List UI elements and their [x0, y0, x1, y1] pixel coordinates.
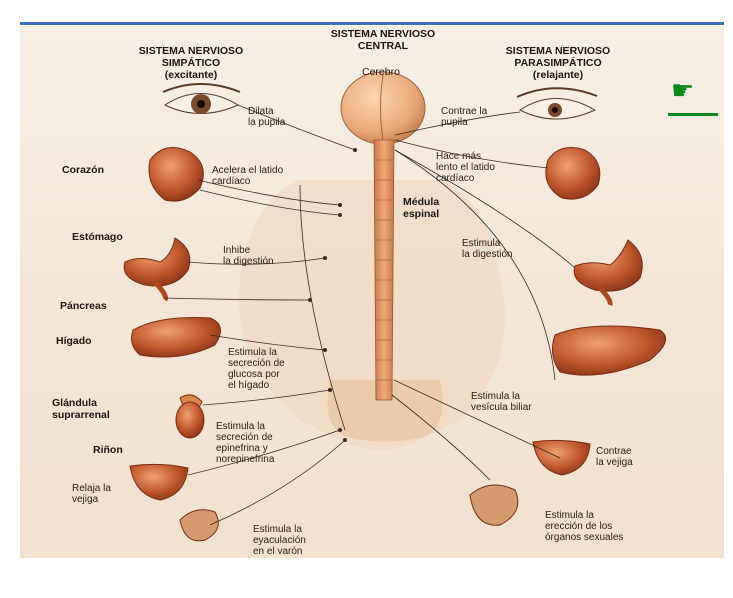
left-reproductive-organ [179, 509, 219, 542]
sympathetic-heart: Acelera el latido cardíaco [212, 165, 284, 187]
right-eye [516, 87, 598, 120]
sympathetic-ejaculation: Estimula la eyaculación en el varón [253, 524, 306, 557]
left-stomach [123, 237, 191, 287]
header-central-nervous-system: SISTEMA NERVIOSO CENTRAL [330, 28, 436, 52]
pointing-hand-icon[interactable]: ☛ [671, 75, 695, 105]
brain [340, 71, 426, 145]
parasympathetic-gallbladder: Estimula la vesícula biliar [471, 391, 532, 413]
sympathetic-epinephrine: Estimula la secreción de epinefrina y no… [216, 421, 275, 465]
parasympathetic-pupil: Contrae la pupila [441, 106, 488, 128]
label-liver: Hígado [56, 335, 92, 347]
vertebra-marks [375, 159, 393, 381]
right-reproductive-organ [469, 484, 519, 526]
left-bladder [129, 463, 189, 501]
left-eye [162, 83, 241, 114]
kidney [175, 401, 205, 439]
sympathetic-digestion: Inhibe la digestión [223, 245, 274, 267]
top-rule [20, 22, 724, 25]
label-spinal-cord: Médula espinal [403, 196, 440, 220]
label-pancreas: Páncreas [60, 300, 107, 312]
label-brain: Cerebro [362, 66, 400, 78]
nav-link-underline[interactable] [668, 113, 718, 116]
sympathetic-glucose: Estimula la secreción de glucosa por el … [228, 347, 285, 391]
parasympathetic-heart: Hace más lento el latido cardíaco [436, 151, 495, 184]
label-heart: Corazón [62, 164, 104, 176]
left-liver [131, 317, 221, 358]
pelvis-shape [327, 380, 443, 442]
right-heart [545, 147, 601, 200]
right-stomach [573, 239, 643, 292]
parasympathetic-erection: Estimula la erección de los órganos sexu… [545, 510, 624, 543]
sympathetic-bladder: Relaja la vejiga [72, 483, 111, 505]
right-bladder [532, 439, 591, 476]
parasympathetic-nerves [391, 111, 576, 481]
label-adrenal-gland: Glándula suprarrenal [52, 397, 110, 421]
left-pancreas [153, 280, 168, 302]
parasympathetic-digestion: Estimula la digestión [462, 238, 513, 260]
left-heart [148, 147, 204, 202]
sympathetic-pupil: Dilata la pupila [248, 106, 286, 128]
right-pancreas [596, 284, 613, 306]
brain-fissure [380, 74, 384, 141]
header-parasympathetic: SISTEMA NERVIOSO PARASIMPÁTICO (relajant… [505, 45, 611, 81]
sympathetic-ganglia [308, 148, 357, 442]
label-kidney: Riñon [93, 444, 123, 456]
label-stomach: Estómago [72, 231, 123, 243]
spinal-cord [373, 139, 395, 401]
header-sympathetic: SISTEMA NERVIOSO SIMPÁTICO (excitante) [138, 45, 244, 81]
parasympathetic-bladder: Contrae la vejiga [596, 446, 633, 468]
right-liver [551, 325, 667, 376]
